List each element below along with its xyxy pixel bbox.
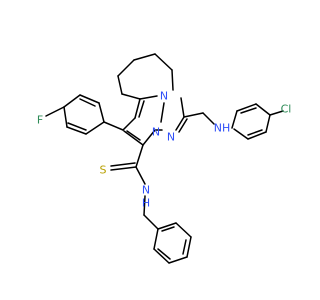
bond — [135, 144, 144, 168]
bond — [117, 59, 135, 77]
bond — [117, 75, 123, 95]
bond — [180, 97, 185, 118]
bond — [45, 106, 65, 117]
bond — [110, 162, 136, 167]
bond — [103, 121, 124, 131]
atom-nh-amine: NH — [214, 122, 231, 135]
bond — [142, 129, 156, 146]
bond — [182, 239, 187, 255]
atom-labels: N N N NH Cl F S N H — [37, 90, 292, 210]
atom-n-triazole-2: N — [167, 131, 175, 144]
bond — [255, 103, 271, 116]
bond — [160, 102, 165, 123]
bond — [157, 248, 171, 260]
atom-n-ring: N — [160, 90, 168, 103]
atom-n-triazole-1: N — [152, 126, 160, 139]
bond — [122, 117, 136, 131]
atom-s-thio: S — [100, 164, 107, 177]
bond — [183, 112, 204, 118]
bond — [231, 110, 238, 129]
bond — [175, 222, 192, 238]
bond — [202, 112, 215, 125]
bond — [133, 53, 156, 61]
bond — [236, 103, 257, 112]
bond — [161, 226, 175, 232]
bond — [175, 116, 185, 131]
atom-cl: Cl — [281, 103, 292, 116]
bond — [121, 93, 141, 100]
bond — [186, 236, 192, 258]
bond — [265, 114, 271, 133]
bond — [143, 195, 146, 216]
bond — [123, 130, 144, 146]
bond — [269, 110, 284, 116]
bond — [85, 121, 105, 135]
bond — [79, 98, 96, 107]
bond — [233, 128, 249, 140]
molecule-diagram: N N N NH Cl F S N H — [37, 53, 292, 264]
bond — [153, 228, 159, 250]
bond — [171, 69, 174, 91]
bond — [178, 118, 188, 133]
bond — [168, 256, 188, 264]
atom-f: F — [37, 114, 43, 127]
bond — [247, 129, 263, 136]
bond — [110, 166, 137, 171]
bond — [153, 248, 170, 264]
bond — [139, 95, 158, 100]
bond — [63, 94, 81, 108]
bond — [135, 166, 146, 185]
bond — [98, 102, 105, 123]
atom-h-amide: H — [142, 197, 150, 210]
bond — [134, 98, 141, 119]
bond — [154, 53, 173, 71]
bond — [247, 131, 267, 140]
bond — [66, 126, 87, 135]
bond — [126, 130, 141, 141]
bond — [138, 100, 145, 118]
bond — [157, 222, 177, 230]
bond — [240, 107, 257, 114]
bonds — [45, 53, 284, 264]
bond — [143, 214, 159, 230]
atom-n-amide: N — [142, 184, 150, 197]
bond — [79, 94, 100, 104]
bond — [67, 122, 87, 131]
bond — [63, 106, 68, 128]
